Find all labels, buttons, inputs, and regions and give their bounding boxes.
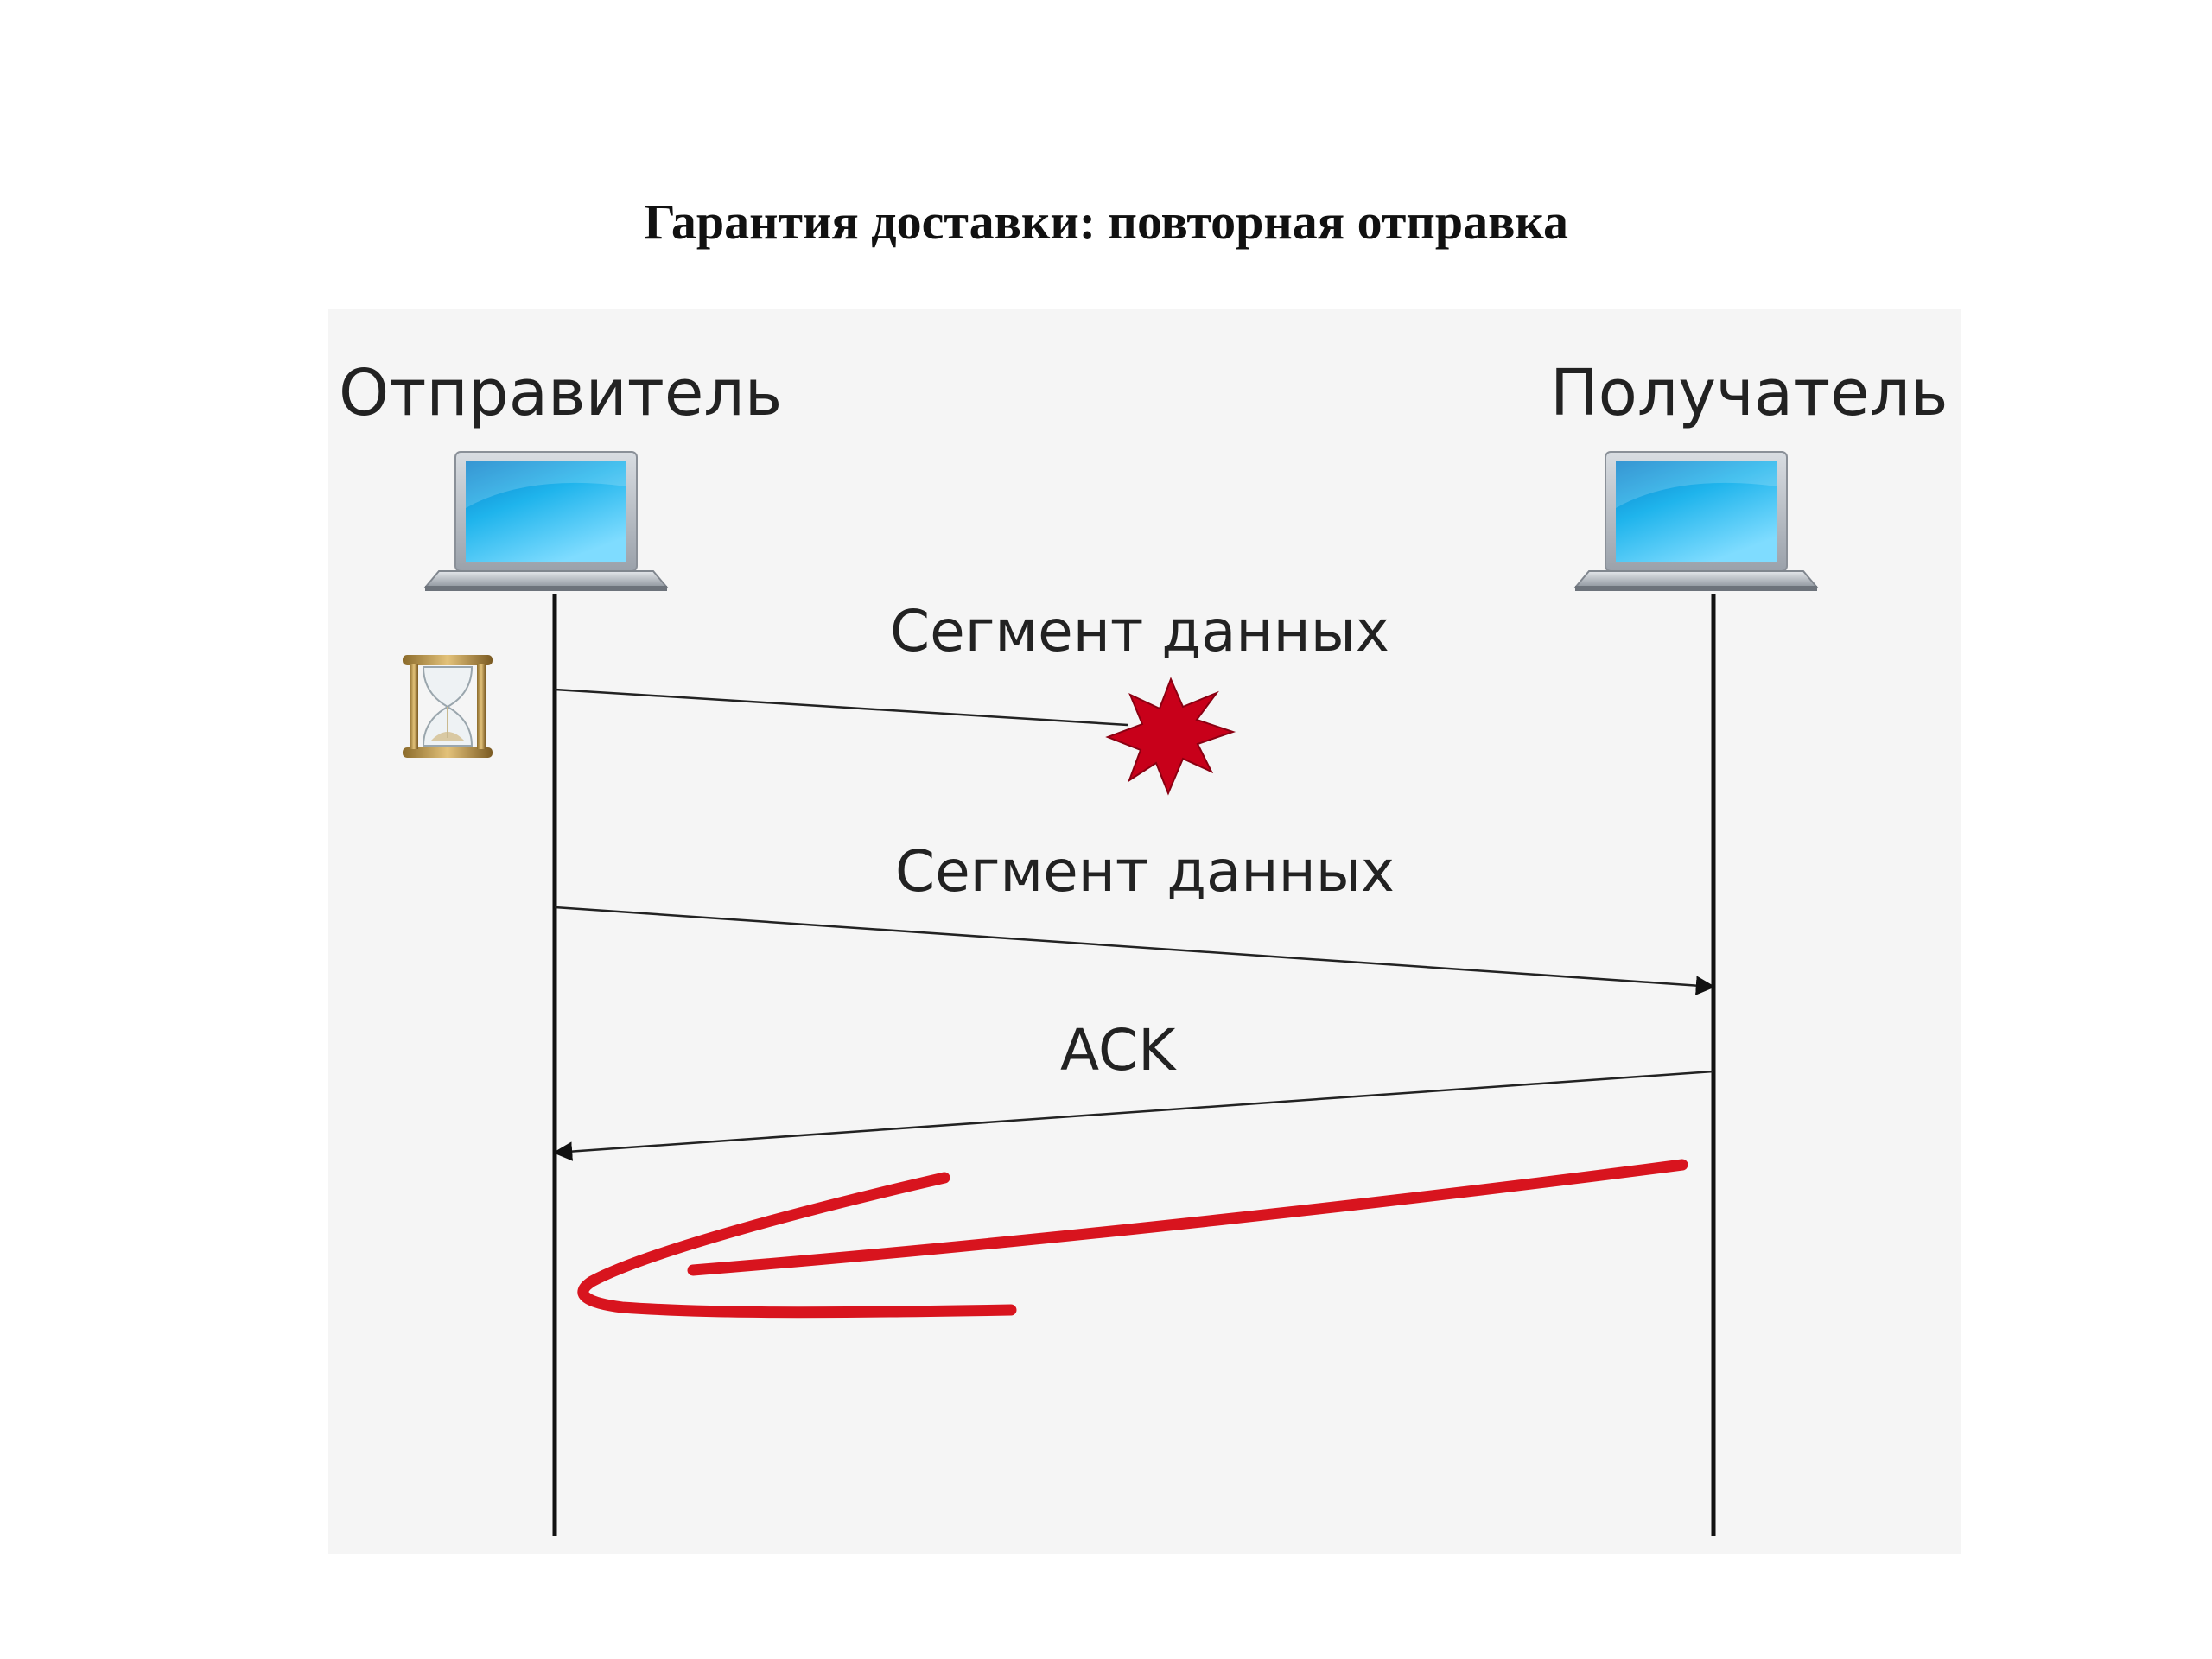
sequence-diagram: Отправитель Получатель Сегмент данных Се…	[328, 309, 1961, 1554]
diagram-canvas	[403, 451, 1820, 1536]
ack-label: ACK	[1060, 1017, 1176, 1084]
explosion-icon	[1105, 677, 1236, 796]
receiver-label: Получатель	[1550, 356, 1948, 430]
hourglass-icon	[403, 655, 493, 758]
red-curved-arrow-icon	[577, 1159, 1688, 1319]
message-lost-line	[554, 688, 1128, 727]
sender-label: Отправитель	[339, 356, 783, 430]
ack-line	[552, 1070, 1714, 1161]
sender-laptop-icon	[423, 451, 670, 591]
message-lost-label: Сегмент данных	[890, 598, 1389, 664]
slide-title: Гарантия доставки: повторная отправка	[644, 194, 1568, 250]
message-delivered-line	[554, 906, 1716, 995]
message-delivered-label: Сегмент данных	[895, 838, 1395, 905]
receiver-laptop-icon	[1573, 451, 1820, 591]
